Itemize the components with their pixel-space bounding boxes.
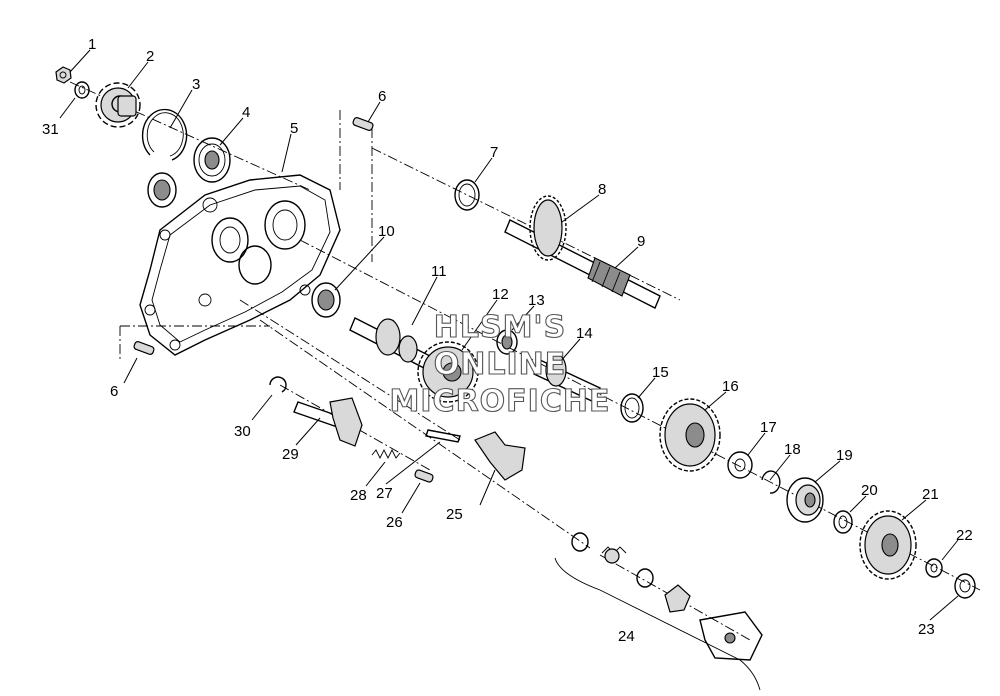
callout-16: 16 — [722, 378, 739, 395]
part-shift-dog — [786, 477, 824, 523]
part-bushing-20 — [833, 510, 853, 534]
part-washer-17 — [727, 451, 753, 479]
callout-1: 1 — [88, 36, 96, 53]
part-shift-drum-assembly — [554, 532, 763, 691]
part-output-shaft — [504, 195, 661, 309]
part-oil-seal — [147, 172, 177, 208]
part-shift-rod — [425, 429, 461, 443]
callout-9: 9 — [637, 233, 645, 250]
part-washer-22 — [925, 558, 943, 578]
callout-6a: 6 — [378, 88, 386, 105]
callout-21: 21 — [922, 486, 939, 503]
callout-25: 25 — [446, 506, 463, 523]
callout-27: 27 — [376, 485, 393, 502]
callout-31: 31 — [42, 121, 59, 138]
part-shift-fork — [474, 431, 526, 481]
callout-8: 8 — [598, 181, 606, 198]
callout-11: 11 — [431, 263, 447, 280]
part-snap-ring — [141, 108, 188, 161]
callout-7: 7 — [490, 144, 498, 161]
part-bearing-4 — [193, 137, 231, 183]
callout-3: 3 — [192, 76, 200, 93]
part-spring — [371, 448, 401, 460]
callout-12: 12 — [492, 286, 509, 303]
watermark: HLSM'S ONLINE MICROFICHE — [389, 309, 611, 419]
callout-19: 19 — [836, 447, 853, 464]
part-pin-26 — [414, 469, 434, 483]
callout-15: 15 — [652, 364, 669, 381]
part-clip — [269, 376, 287, 393]
part-washer-31 — [74, 81, 90, 99]
part-input-shaft — [349, 317, 431, 369]
part-bushing-23 — [954, 573, 976, 599]
callout-28: 28 — [350, 487, 367, 504]
callout-30: 30 — [234, 423, 251, 440]
part-snap-ring-18 — [761, 470, 781, 494]
callout-18: 18 — [784, 441, 801, 458]
callout-4: 4 — [242, 104, 250, 121]
assembly-axis-lines — [69, 81, 981, 641]
callout-26: 26 — [386, 514, 403, 531]
leader-lines — [59, 49, 959, 621]
callout-17: 17 — [760, 419, 777, 436]
callout-24: 24 — [618, 628, 635, 645]
callout-20: 20 — [861, 482, 878, 499]
watermark-line-2: ONLINE — [434, 347, 567, 382]
part-transmission-case — [139, 174, 341, 356]
part-bearing-7 — [454, 179, 480, 211]
callout-2: 2 — [146, 48, 154, 65]
part-nut — [55, 66, 72, 84]
watermark-line-3: MICROFICHE — [390, 384, 611, 419]
part-sprocket — [95, 82, 141, 128]
part-dowel-pin-lower — [133, 341, 155, 355]
part-bearing-10 — [311, 282, 341, 318]
callout-10: 10 — [378, 223, 395, 240]
callout-labels: 1 2 3 4 5 6 7 8 9 10 11 12 13 14 15 16 1… — [42, 36, 973, 645]
callout-5: 5 — [290, 120, 298, 137]
watermark-line-1: HLSM'S — [434, 310, 566, 345]
part-gear-12 — [417, 341, 479, 403]
callout-22: 22 — [956, 527, 973, 544]
callout-6b: 6 — [110, 383, 118, 400]
callout-23: 23 — [918, 621, 935, 638]
part-bushing-13 — [496, 329, 518, 355]
callout-29: 29 — [282, 446, 299, 463]
callout-13: 13 — [528, 292, 545, 309]
part-needle-bearing — [620, 393, 644, 423]
callout-14: 14 — [576, 325, 593, 342]
part-gear-21 — [859, 510, 917, 580]
part-gear-16 — [659, 398, 721, 472]
part-shift-shaft — [293, 397, 363, 447]
part-dowel-pin-upper — [352, 117, 374, 131]
part-splined-shaft — [533, 353, 601, 403]
